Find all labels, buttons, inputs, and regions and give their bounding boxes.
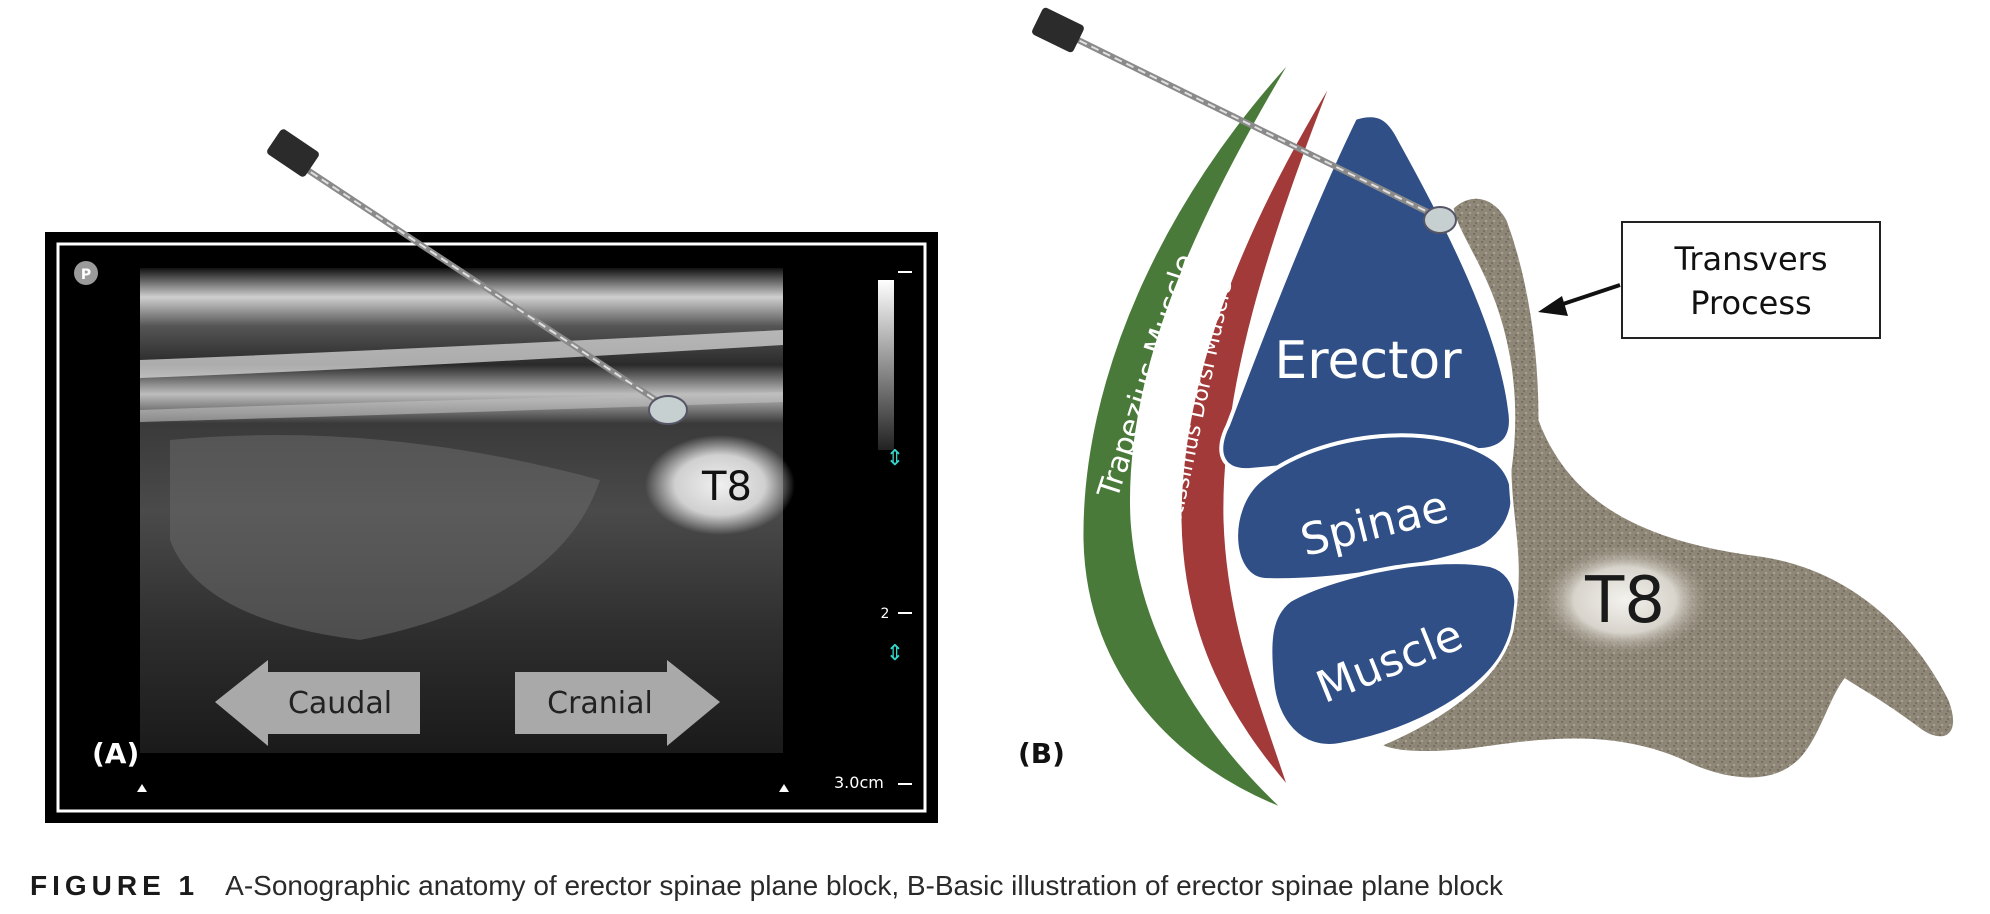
t8-label: T8: [701, 464, 752, 510]
erector-lower-shape: [1268, 560, 1519, 748]
depth-mark-label: 2: [881, 606, 890, 622]
panel-b-illustration: Trapezius Muscle Latissimus Dorsi Muscle…: [1018, 53, 1957, 812]
callout-line-2: Process: [1690, 284, 1811, 322]
bottom-marker-icon: [137, 784, 147, 792]
ultrasound-inner-border: [56, 242, 927, 813]
callout-line-1: Transvers: [1673, 240, 1827, 278]
panel-a-ultrasound: T8 P 2 ⇕ ⇕ 3.0cm Caudal Cranial (A): [45, 232, 938, 823]
scale-label: 3.0cm: [834, 773, 884, 792]
tissue-band: [140, 392, 783, 422]
callout-box: [1621, 221, 1881, 339]
probe-marker-label: P: [81, 267, 91, 283]
t8-bone-label: T8: [1584, 564, 1665, 638]
needle-tip-icon: [648, 395, 688, 425]
grayscale-bar: [878, 280, 894, 450]
t8-bone-highlight: [1540, 545, 1710, 655]
caudal-label: Caudal: [288, 686, 392, 721]
figure-caption: FIGURE 1 A-Sonographic anatomy of erector…: [30, 870, 1503, 910]
probe-marker-icon: [74, 261, 98, 285]
needle-hub-icon: [1032, 7, 1084, 53]
needle-tip-icon: [1423, 206, 1457, 234]
tissue-band: [140, 330, 783, 378]
callout-arrow-line: [1559, 283, 1621, 307]
erector-top-shape: [1219, 113, 1513, 473]
needle-shaft-highlight: [1067, 34, 1441, 219]
focus-marker-icon: ⇕: [886, 446, 904, 471]
needle-hub-icon: [267, 129, 319, 177]
needle-b: [1032, 7, 1457, 234]
caudal-arrow-icon: [215, 660, 420, 746]
needle-shaft-highlight: [299, 164, 669, 409]
trapezius-muscle-shape: [1080, 53, 1297, 812]
panel-a-label: (A): [92, 737, 139, 770]
erector-label: Erector: [1274, 331, 1462, 391]
focus-marker-icon: ⇕: [886, 641, 904, 666]
needle-a: [267, 129, 688, 425]
figure-number: FIGURE 1: [30, 870, 200, 901]
latissimus-muscle-shape: [1178, 74, 1337, 791]
muscle-echo: [170, 435, 600, 640]
t8-bone-echo: [645, 435, 795, 535]
callout-arrow-icon: [1538, 296, 1568, 316]
t8-vertebra-shape: [1376, 195, 1957, 781]
cranial-arrow-icon: [515, 660, 720, 746]
panel-b-label: (B): [1018, 737, 1065, 770]
cranial-label: Cranial: [547, 686, 653, 721]
erector-middle-shape: [1234, 433, 1515, 583]
caption-text: A-Sonographic anatomy of erector spinae …: [225, 870, 1503, 901]
bottom-marker-icon: [779, 784, 789, 792]
